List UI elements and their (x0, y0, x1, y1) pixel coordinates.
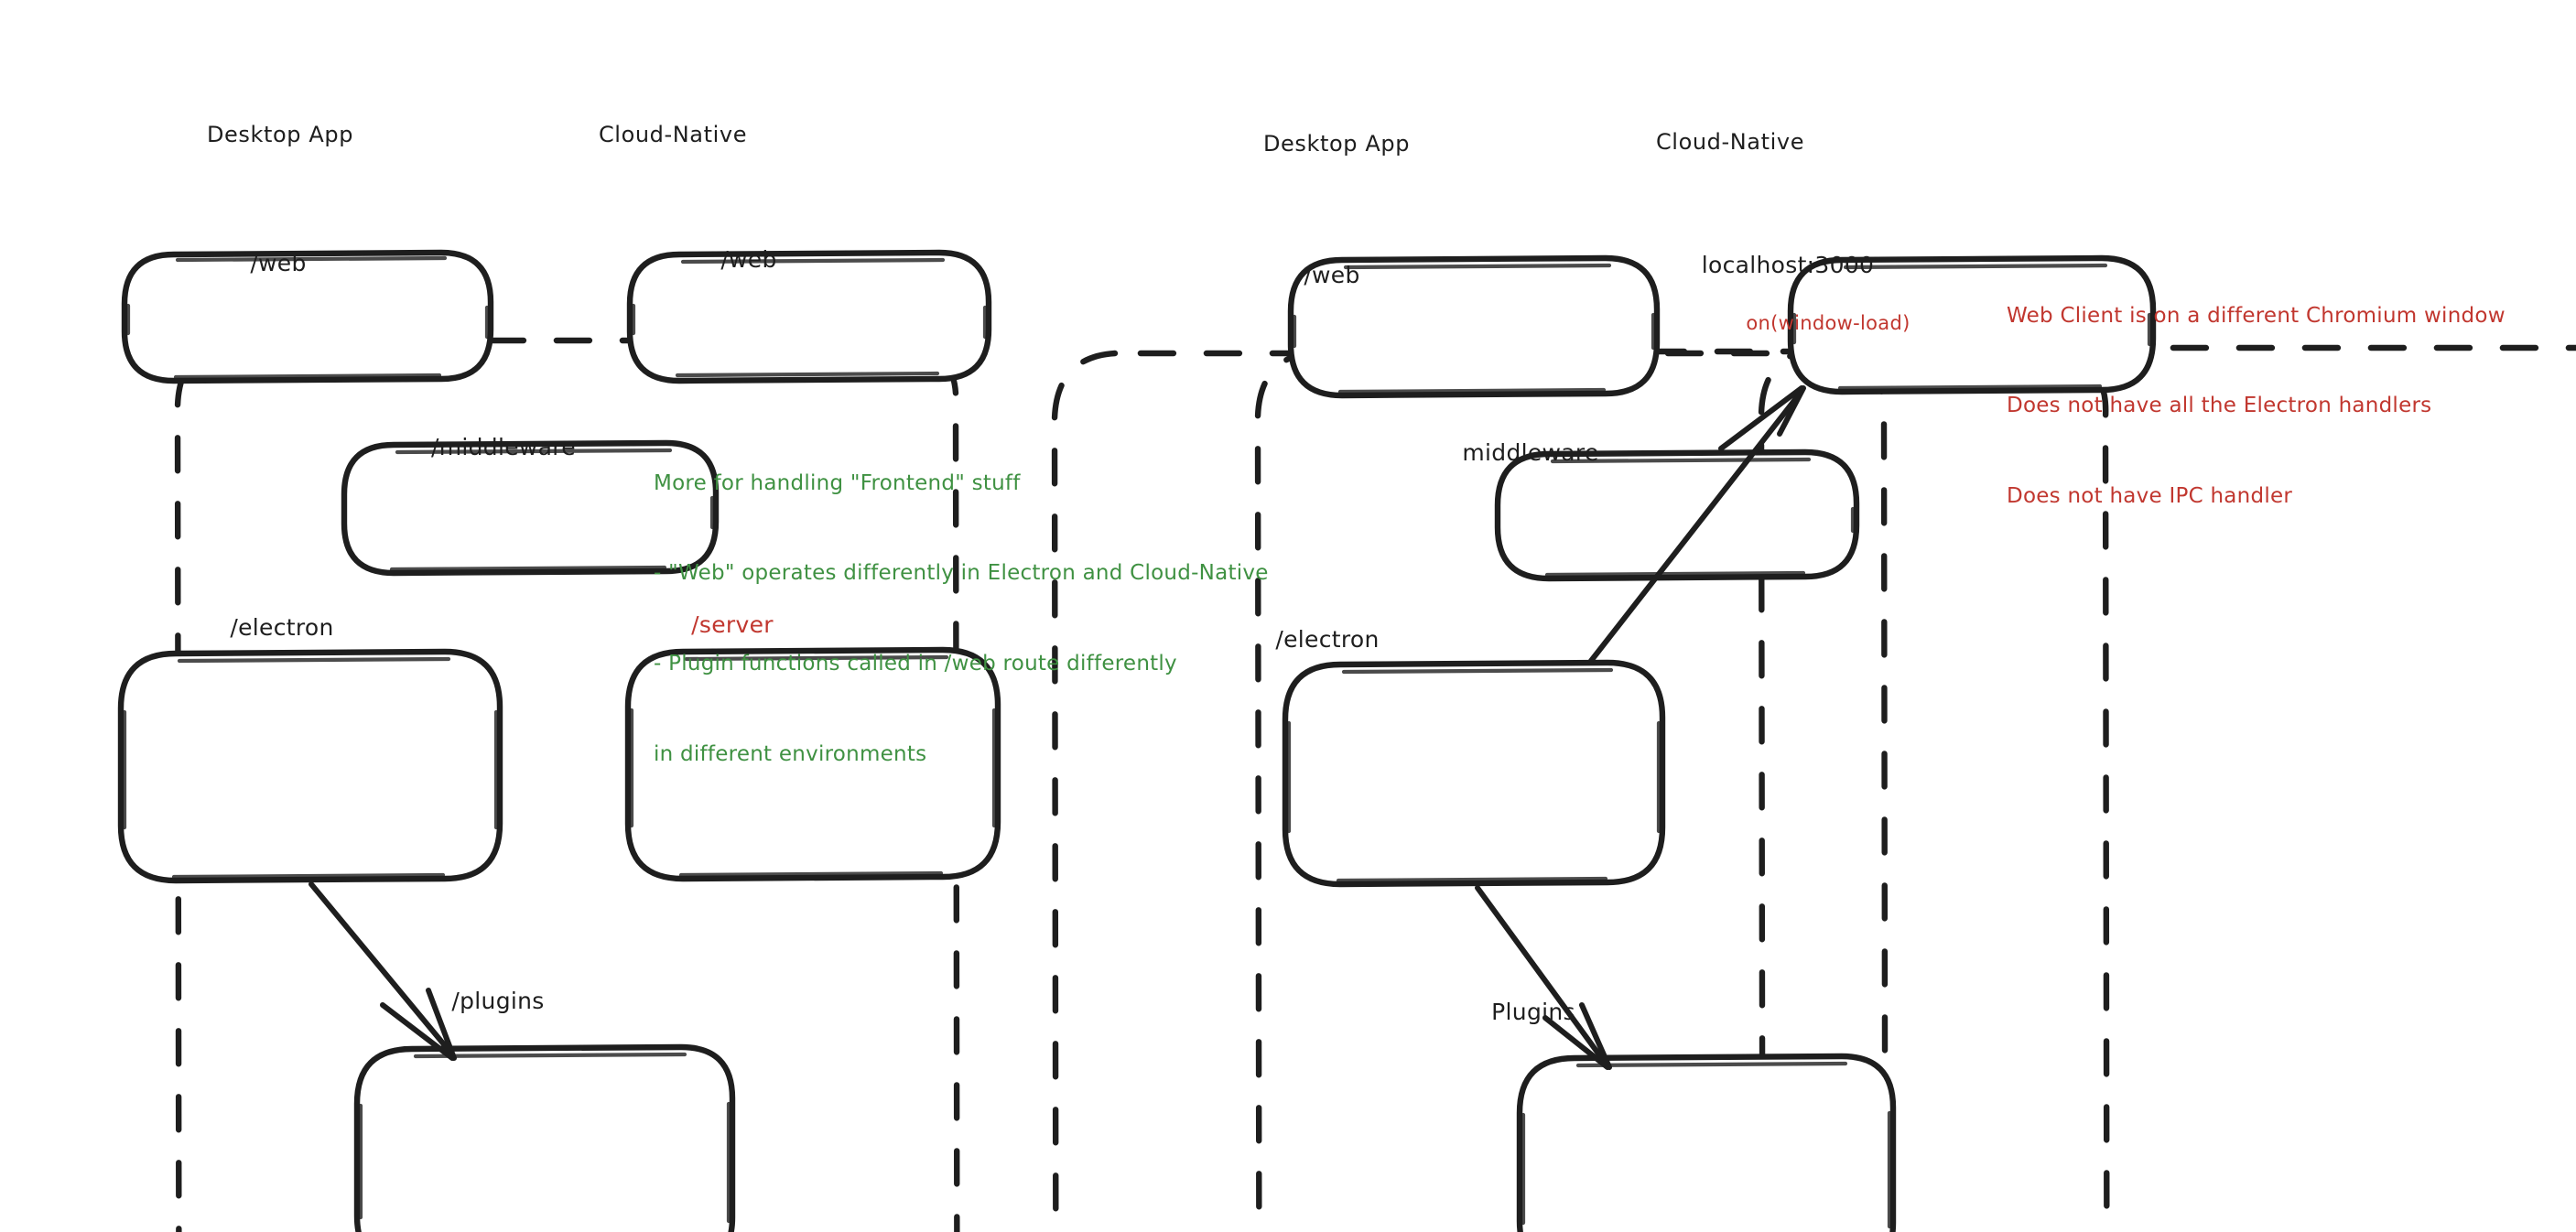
right-localhost-sublabel: on(window-load) (1746, 312, 1910, 334)
left-desktop-app-title: Desktop App (206, 122, 354, 147)
left-cloud-native-title: Cloud-Native (598, 122, 748, 147)
right-localhost-label: localhost:3000 (1701, 252, 1875, 278)
red-annotation: Web Client is on a different Chromium wi… (2007, 241, 2506, 572)
right-middleware-box (1494, 448, 1860, 582)
left-plugins-box (353, 1043, 736, 1232)
left-desktop-web-label: /web (250, 250, 307, 276)
left-plugins-label: /plugins (451, 988, 545, 1014)
left-desktop-electron-label: /electron (230, 614, 334, 641)
left-cloud-web-label: /web (720, 246, 777, 273)
right-desktop-web-label: /web (1304, 262, 1360, 288)
right-desktop-app-container (1254, 348, 2110, 1232)
red-annotation-line-1: Web Client is on a different Chromium wi… (2007, 303, 2506, 328)
left-cloud-server-label: /server (691, 611, 774, 638)
right-plugins-label: Plugins (1491, 999, 1575, 1025)
right-middleware-label: middleware (1462, 439, 1599, 466)
green-annotation-line-1: More for handling "Frontend" stuff (654, 470, 1021, 495)
right-electron-to-localhost-arrow (1588, 385, 1806, 664)
green-annotation: More for handling "Frontend" stuff - "We… (654, 408, 1269, 829)
right-electron-to-plugins-arrow (1475, 885, 1612, 1070)
left-desktop-web-box (121, 249, 494, 384)
left-cloud-web-box (626, 249, 992, 384)
left-middleware-label: /middleware (431, 434, 576, 460)
right-desktop-app-title: Desktop App (1262, 131, 1411, 157)
green-annotation-line-4: in different environments (654, 741, 927, 766)
left-electron-to-plugins-arrow (308, 881, 457, 1061)
right-plugins-box (1516, 1053, 1897, 1232)
green-annotation-line-2: - "Web" operates differently in Electron… (654, 561, 1269, 586)
red-annotation-line-2: Does not have all the Electron handlers (2007, 394, 2432, 418)
right-desktop-electron-label: /electron (1275, 626, 1380, 653)
red-annotation-line-3: Does not have IPC handler (2007, 484, 2293, 508)
green-annotation-line-3: - Plugin functions called in /web route … (654, 652, 1177, 675)
right-cloud-native-title: Cloud-Native (1655, 129, 1805, 155)
left-electron-box (117, 648, 503, 884)
right-electron-box (1282, 659, 1666, 888)
